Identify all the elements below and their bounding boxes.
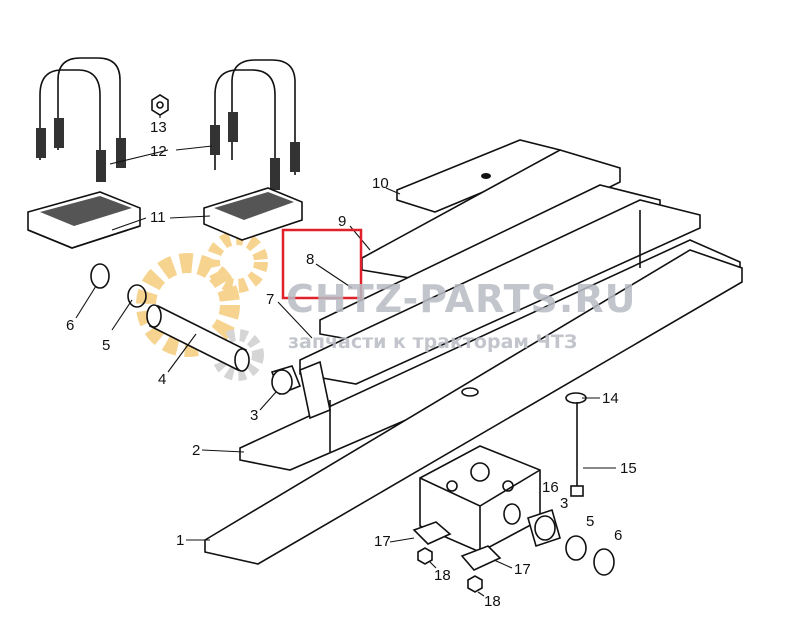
nut-18-lower (467, 575, 483, 593)
watermark-brand: CHTZ-PARTS.RU (286, 277, 636, 321)
callout-16: 16 (542, 479, 559, 496)
bushing-right (527, 508, 561, 548)
callout-9: 9 (338, 213, 346, 230)
callout-7: 7 (266, 291, 274, 308)
callout-8: 8 (306, 251, 314, 268)
callout-4: 4 (158, 371, 166, 388)
callout-labels: 1 2 3 4 5 6 7 8 9 10 11 12 13 14 15 16 1… (66, 119, 637, 610)
seal-ring-right (565, 535, 587, 561)
callout-10: 10 (372, 175, 389, 192)
u-bolt-right (210, 59, 300, 190)
nut-13 (151, 94, 169, 116)
callout-3: 3 (250, 407, 258, 424)
watermark-tagline: запчасти к тракторам ЧТЗ (288, 331, 577, 353)
callout-18-lower: 18 (484, 593, 501, 610)
callout-14: 14 (602, 390, 619, 407)
pin (146, 304, 250, 372)
callout-11: 11 (150, 209, 166, 226)
nut-18-upper (417, 547, 433, 565)
callout-15: 15 (620, 460, 637, 477)
callout-13: 13 (150, 119, 167, 136)
washer-left (90, 263, 110, 289)
callout-2: 2 (192, 442, 200, 459)
callout-17-upper: 17 (374, 533, 391, 550)
centre-bolt (570, 402, 584, 497)
lock-plate-lower (460, 545, 502, 571)
highlight-box-8 (281, 228, 363, 300)
lock-plate-upper (412, 521, 452, 545)
seal-ring-left (127, 284, 147, 308)
callout-6-right: 6 (614, 527, 622, 544)
callout-12: 12 (150, 143, 167, 160)
bushing-left (270, 365, 302, 396)
saddle-plate-left (27, 191, 141, 249)
callout-17-lower: 17 (514, 561, 531, 578)
callout-18-upper: 18 (434, 567, 451, 584)
u-bolt-left (36, 57, 126, 182)
callout-6: 6 (66, 317, 74, 334)
callout-5: 5 (102, 337, 110, 354)
callout-5-right: 5 (586, 513, 594, 530)
spring-leaves (204, 139, 743, 565)
callout-1: 1 (176, 532, 184, 549)
saddle-plate-right (203, 187, 303, 241)
callout-3-right: 3 (560, 495, 568, 512)
washer-right (593, 548, 615, 576)
